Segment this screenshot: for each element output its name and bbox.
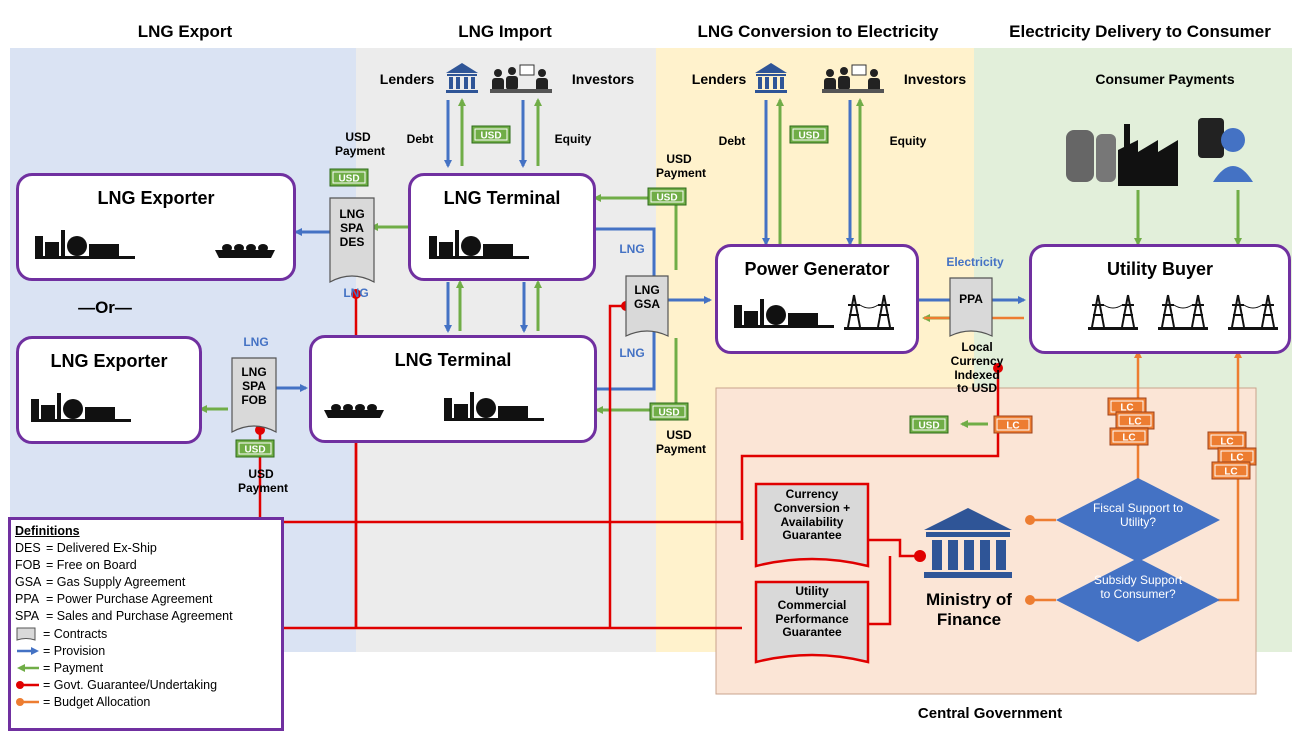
lc-note-icon	[1109, 427, 1149, 446]
provision-arrow-icon	[15, 644, 43, 658]
definition-item: FOB= Free on Board	[15, 557, 137, 572]
factory-icon	[1066, 124, 1178, 186]
utility-buyer: Utility Buyer	[1029, 244, 1291, 354]
currency-guarantee-label: Currency Conversion + Availability Guara…	[773, 487, 851, 543]
definitions-panel: Definitions DES= Delivered Ex-Ship FOB= …	[8, 517, 284, 731]
investors-label: Investors	[571, 71, 635, 87]
usd-note-icon	[235, 439, 275, 458]
legend-item: = Provision	[15, 642, 281, 659]
contract-gsa	[625, 275, 669, 337]
consumer-payments-label: Consumer Payments	[1095, 71, 1235, 87]
legend-item: = Contracts	[15, 625, 281, 642]
budget-line-icon	[15, 695, 43, 709]
export-terminal-illustration	[31, 393, 131, 422]
lenders-label: Lenders	[691, 71, 747, 87]
lenders-label: Lenders	[379, 71, 435, 87]
definition-item: GSA= Gas Supply Agreement	[15, 574, 186, 589]
electricity-label: Electricity	[946, 255, 1004, 269]
guarantee-line-icon	[15, 678, 43, 692]
equity-label: Equity	[889, 134, 927, 148]
contract-icon	[15, 627, 43, 641]
consumer-phone-icon	[1198, 118, 1253, 182]
contract-spa-des	[329, 197, 375, 284]
lng-label: LNG	[619, 242, 645, 256]
definition-item: DES= Delivered Ex-Ship	[15, 540, 157, 555]
contract-spa-fob	[231, 357, 277, 434]
central-government-label: Central Government	[917, 705, 1063, 722]
definition-item: SPA= Sales and Purchase Agreement	[15, 609, 233, 624]
usd-note-icon	[647, 187, 687, 206]
legend-item: = Payment	[15, 659, 281, 676]
header-electricity-delivery: Electricity Delivery to Consumer	[1009, 22, 1271, 41]
ministry-building-icon	[924, 508, 1012, 578]
gsa-label: LNG GSA	[633, 283, 660, 311]
spa-des-label: LNG SPA DES	[339, 207, 365, 249]
lc-note-icon	[993, 415, 1033, 434]
lc-note-icon	[1207, 431, 1247, 450]
debt-label: Debt	[406, 132, 434, 146]
contract-currency-guarantee	[754, 482, 870, 568]
usd-payment-label: USD Payment	[335, 130, 386, 158]
definitions-title: Definitions	[15, 524, 80, 538]
usd-note-icon	[909, 415, 949, 434]
header-lng-conversion: LNG Conversion to Electricity	[697, 22, 939, 41]
lng-label: LNG	[243, 335, 269, 349]
lng-exporter-top: LNG Exporter	[16, 173, 296, 281]
import-terminal-illustration	[429, 230, 529, 259]
power-plant-illustration	[734, 294, 895, 331]
header-lng-export: LNG Export	[137, 22, 233, 41]
usd-note-icon	[329, 168, 369, 187]
header-lng-import: LNG Import	[458, 22, 552, 41]
lng-terminal-top: LNG Terminal	[408, 173, 596, 281]
debt-label: Debt	[718, 134, 746, 148]
legend-item: = Govt. Guarantee/Undertaking	[15, 677, 281, 694]
contract-ppa	[949, 277, 993, 337]
legend-item: = Budget Allocation	[15, 694, 281, 711]
subsidy-support-label: Subsidy Support to Consumer?	[1093, 573, 1183, 601]
usd-payment-label: USD Payment	[238, 467, 289, 495]
export-terminal-illustration	[35, 230, 275, 259]
lng-exporter-bottom: LNG Exporter	[16, 336, 202, 444]
performance-guarantee-label: Utility Commercial Performance Guarantee	[775, 584, 849, 640]
local-currency-label: Local Currency Indexed to USD	[950, 340, 1004, 396]
fiscal-support-label: Fiscal Support to Utility?	[1092, 501, 1184, 529]
usd-note-icon	[789, 125, 829, 144]
contract-performance-guarantee	[754, 580, 870, 664]
usd-payment-label: USD Payment	[656, 152, 707, 180]
lng-terminal-bottom: LNG Terminal	[309, 335, 597, 443]
subsidy-support-decision	[1056, 558, 1220, 642]
usd-note-icon	[649, 402, 689, 421]
equity-label: Equity	[554, 132, 592, 146]
lc-note-icon	[1115, 411, 1155, 430]
ppa-label: PPA	[959, 292, 983, 306]
power-generator: Power Generator	[715, 244, 919, 354]
usd-payment-label: USD Payment	[656, 428, 707, 456]
usd-note-icon	[471, 125, 511, 144]
investors-label: Investors	[903, 71, 967, 87]
import-terminal-illustration	[324, 392, 544, 421]
or-separator: —Or—	[78, 298, 132, 317]
fiscal-support-decision	[1056, 478, 1220, 562]
lng-label: LNG	[343, 286, 369, 300]
grid-illustration	[1087, 294, 1279, 331]
lc-note-icon	[1211, 461, 1251, 480]
spa-fob-label: LNG SPA FOB	[241, 365, 267, 407]
definition-item: PPA= Power Purchase Agreement	[15, 592, 213, 607]
payment-arrow-icon	[15, 661, 43, 675]
lng-label: LNG	[619, 346, 645, 360]
ministry-of-finance-label: Ministry of Finance	[926, 590, 1012, 629]
